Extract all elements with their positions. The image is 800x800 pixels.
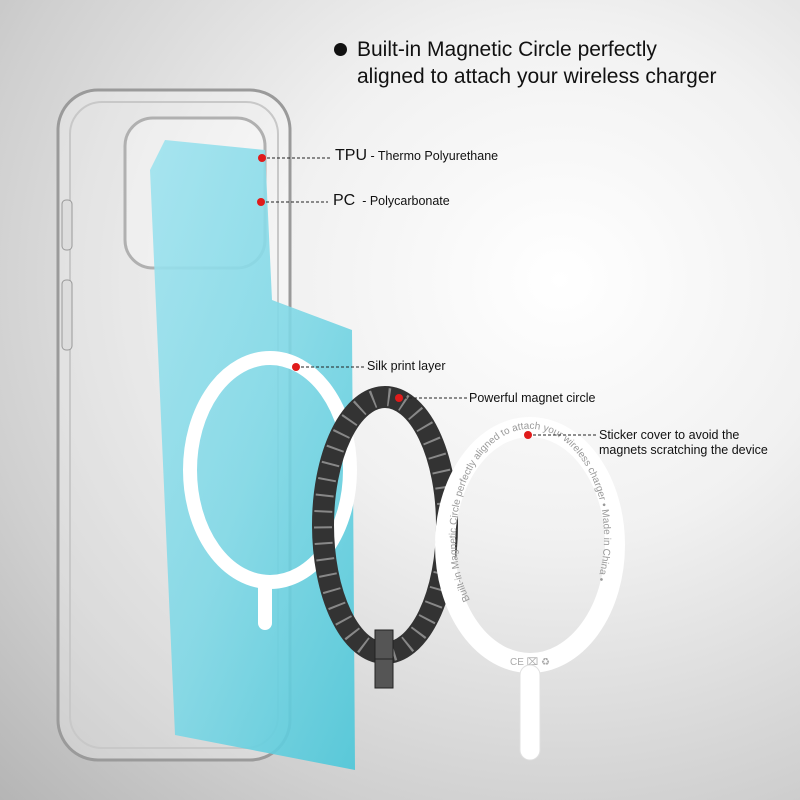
callout-pc: PC - Polycarbonate xyxy=(333,192,450,209)
callout-magnet: Powerful magnet circle xyxy=(469,391,596,405)
callout-tpu: TPU - Thermo Polyurethane xyxy=(335,147,499,164)
bullet-icon xyxy=(334,43,347,56)
pc-panel xyxy=(150,140,355,770)
silk-print-ring xyxy=(183,351,357,589)
headline: Built-in Magnetic Circle perfectly align… xyxy=(334,36,717,90)
leader-lines xyxy=(261,157,597,436)
callout-markers xyxy=(257,154,532,439)
callout-silk: Silk print layer xyxy=(367,359,446,373)
ce-mark-icon: CE ⌧ ♻ xyxy=(510,657,550,668)
sticker-cover-ring: Built-in Magnetic Circle perfectly align… xyxy=(435,417,625,761)
